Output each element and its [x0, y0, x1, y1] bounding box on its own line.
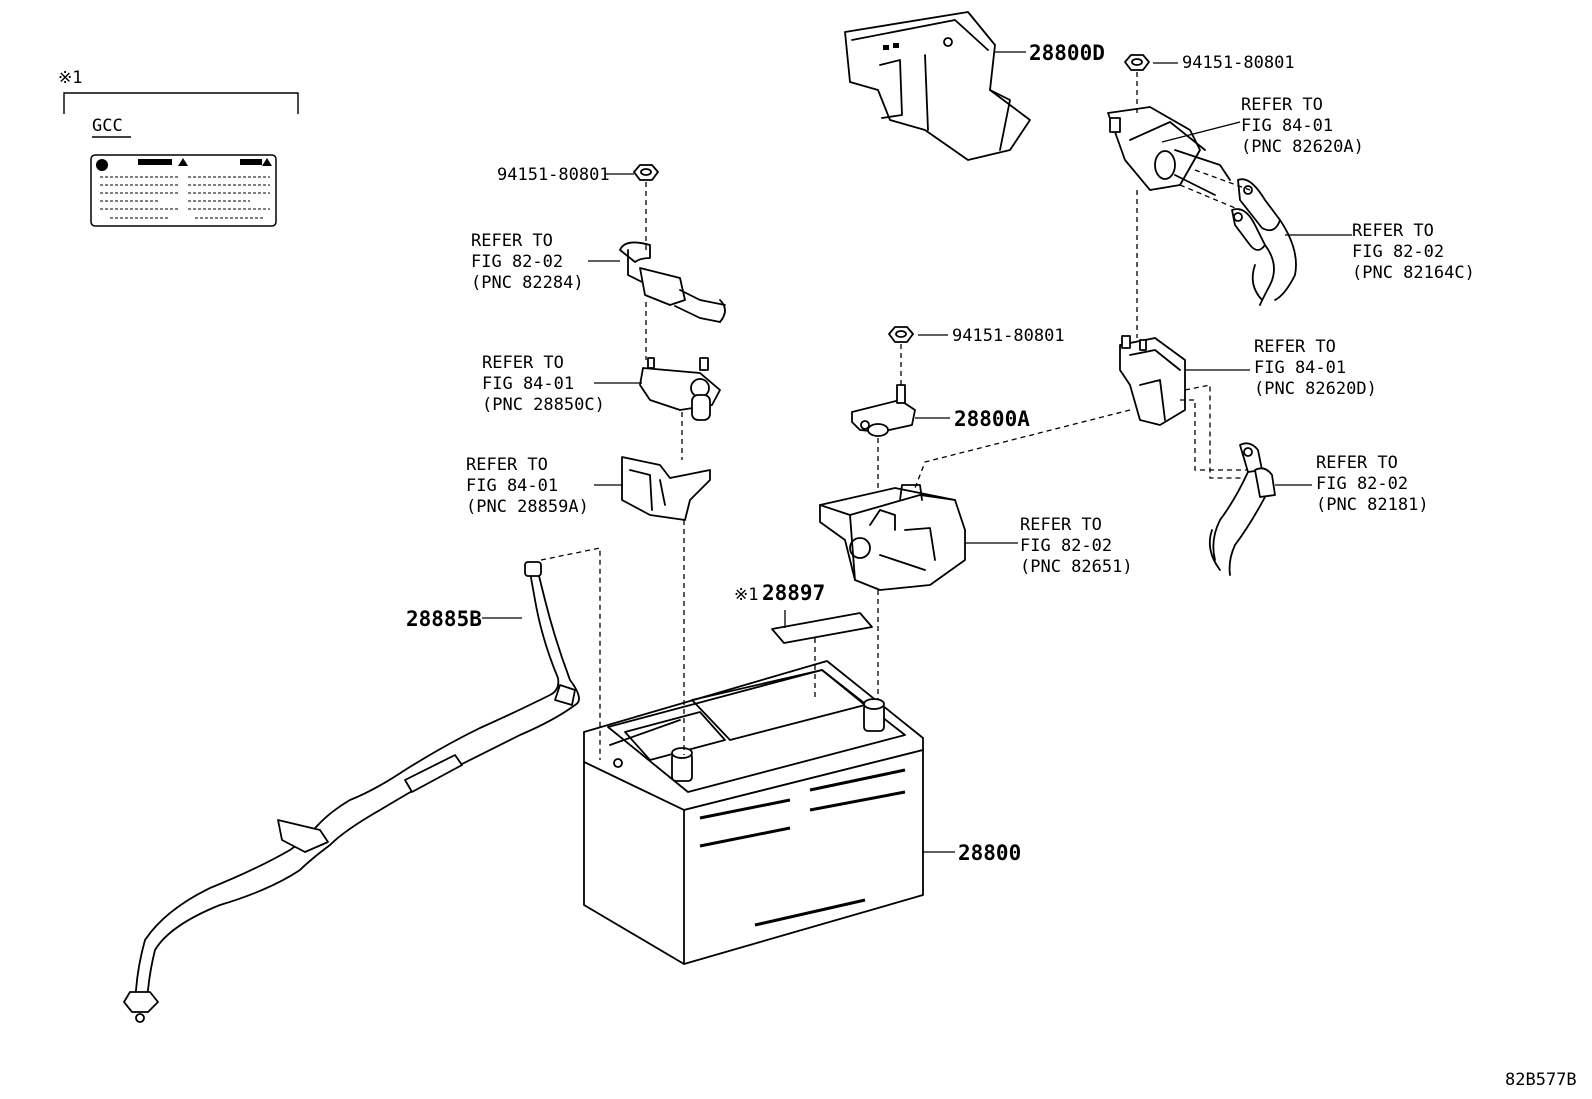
callout-label-part: 28897: [762, 581, 825, 605]
svg-text:REFER TO: REFER TO: [1254, 337, 1336, 357]
svg-text:FIG 82-02: FIG 82-02: [1316, 474, 1408, 494]
svg-text:(PNC 82181): (PNC 82181): [1316, 495, 1429, 515]
svg-text:REFER TO: REFER TO: [1316, 453, 1398, 473]
svg-text:(PNC 82620D): (PNC 82620D): [1254, 379, 1377, 399]
nut-left: [633, 164, 659, 181]
junction-block-82620d: [1119, 335, 1186, 426]
bracket-28859a: [621, 456, 711, 521]
svg-text:REFER TO: REFER TO: [1241, 95, 1323, 115]
refer-82181: REFER TO FIG 82-02 (PNC 82181): [1316, 453, 1429, 515]
svg-text:REFER TO: REFER TO: [1020, 515, 1102, 535]
junction-block-82620a: [1107, 106, 1231, 196]
cable-82181: [1208, 442, 1276, 576]
callout-label-mark: ※1: [734, 585, 758, 605]
refer-82620a: REFER TO FIG 84-01 (PNC 82620A): [1241, 95, 1364, 157]
callout-vent-hose: 28885B: [406, 607, 482, 631]
refer-28850c: REFER TO FIG 84-01 (PNC 28850C): [482, 353, 605, 415]
region-legend: ※1 GCC: [58, 68, 299, 227]
leader-lines: [482, 51, 1352, 853]
battery-cover: [844, 11, 1031, 161]
legend-region-label: GCC: [92, 116, 123, 136]
vent-hose-28885b: [123, 561, 580, 1023]
svg-text:REFER TO: REFER TO: [471, 231, 553, 251]
svg-text:(PNC 82651): (PNC 82651): [1020, 557, 1133, 577]
svg-text:(PNC 28859A): (PNC 28859A): [466, 497, 589, 517]
legend-note-mark: ※1: [58, 68, 82, 88]
callout-cover: 28800D: [1029, 41, 1105, 65]
svg-text:FIG 82-02: FIG 82-02: [1352, 242, 1444, 262]
svg-text:REFER TO: REFER TO: [482, 353, 564, 373]
callout-nut-top-right: 94151-80801: [1182, 53, 1295, 73]
callout-nut-left: 94151-80801: [497, 165, 610, 185]
refer-82620d: REFER TO FIG 84-01 (PNC 82620D): [1254, 337, 1377, 399]
nut-top-right: [1124, 54, 1150, 71]
fuse-block-82651: [819, 484, 966, 591]
battery-label-sheet: [771, 612, 873, 644]
callout-battery: 28800: [958, 841, 1021, 865]
svg-text:(PNC 82620A): (PNC 82620A): [1241, 137, 1364, 157]
assembly-lines: [540, 72, 1251, 760]
refer-82651: REFER TO FIG 82-02 (PNC 82651): [1020, 515, 1133, 577]
svg-text:(PNC 28850C): (PNC 28850C): [482, 395, 605, 415]
battery: [583, 660, 924, 965]
refer-82164c: REFER TO FIG 82-02 (PNC 82164C): [1352, 221, 1475, 283]
svg-text:(PNC 82164C): (PNC 82164C): [1352, 263, 1475, 283]
callout-nut-center: 94151-80801: [952, 326, 1065, 346]
svg-text:FIG 84-01: FIG 84-01: [482, 374, 574, 394]
svg-text:(PNC 82284): (PNC 82284): [471, 273, 584, 293]
refer-28859a: REFER TO FIG 84-01 (PNC 28859A): [466, 455, 589, 517]
svg-text:FIG 82-02: FIG 82-02: [1020, 536, 1112, 556]
terminal-clamp-28800a: [851, 384, 916, 437]
nut-center: [888, 326, 914, 343]
battery-terminal-left: [671, 747, 693, 782]
svg-text:FIG 84-01: FIG 84-01: [1254, 358, 1346, 378]
svg-text:FIG 84-01: FIG 84-01: [1241, 116, 1333, 136]
battery-terminal-right: [863, 698, 885, 732]
svg-text:FIG 84-01: FIG 84-01: [466, 476, 558, 496]
cable-82284: [619, 241, 726, 323]
callout-terminal-clamp: 28800A: [954, 407, 1030, 431]
svg-text:REFER TO: REFER TO: [1352, 221, 1434, 241]
svg-text:REFER TO: REFER TO: [466, 455, 548, 475]
svg-text:FIG 82-02: FIG 82-02: [471, 252, 563, 272]
terminal-28850c: [639, 357, 721, 421]
figure-code: 82B577B: [1505, 1070, 1577, 1090]
refer-82284: REFER TO FIG 82-02 (PNC 82284): [471, 231, 584, 293]
cable-82164c: [1231, 178, 1297, 306]
caution-label-icon: [90, 154, 277, 227]
